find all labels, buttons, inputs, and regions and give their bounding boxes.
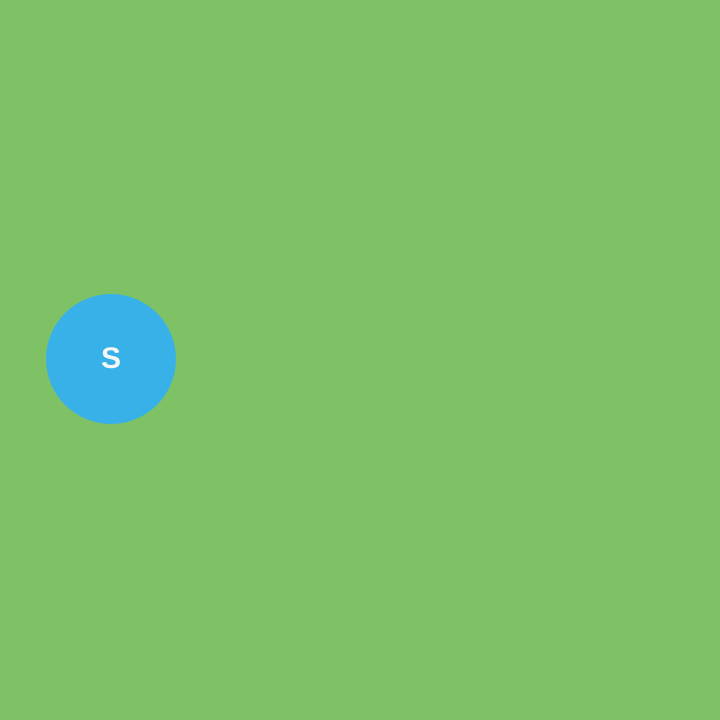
circle-target-label: S (100, 342, 121, 375)
circle-target-s[interactable]: S (46, 294, 176, 424)
